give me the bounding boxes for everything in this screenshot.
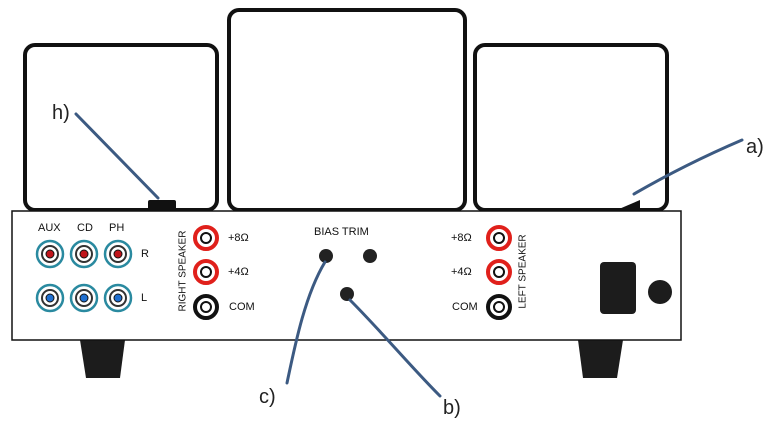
right-speaker-8ohm-terminal[interactable] [193, 225, 219, 251]
rca-aux-r[interactable] [35, 239, 65, 269]
rca-cd-r[interactable] [69, 239, 99, 269]
right-speaker-com-label: COM [229, 301, 255, 313]
bias-trim-label: BIAS TRIM [314, 226, 369, 238]
rca-aux-l[interactable] [35, 283, 65, 313]
input-label-cd: CD [77, 222, 93, 234]
left-speaker-4ohm-label: +4Ω [451, 266, 472, 278]
tab-h [148, 200, 176, 212]
channel-label-l: L [141, 292, 148, 304]
right-speaker-com-terminal[interactable] [193, 294, 219, 320]
callout-line-c [285, 260, 327, 385]
callout-line-a [632, 138, 744, 196]
callout-label-h: h) [52, 102, 70, 124]
right-speaker-8ohm-label: +8Ω [228, 232, 249, 244]
left-speaker-com-label: COM [452, 301, 478, 313]
callout-line-h [74, 112, 160, 200]
rear-panel [11, 210, 682, 341]
callout-label-a: a) [746, 136, 764, 158]
center-housing [227, 8, 467, 212]
power-switch[interactable] [648, 280, 672, 304]
callout-label-b: b) [443, 397, 461, 419]
input-label-ph: PH [109, 222, 125, 234]
left-speaker-label: LEFT SPEAKER [517, 234, 529, 309]
input-label-aux: AUX [38, 222, 61, 234]
bias-trim-pot-c[interactable] [319, 249, 333, 263]
callout-line-b [348, 298, 442, 398]
right-speaker-4ohm-terminal[interactable] [193, 259, 219, 285]
power-inlet[interactable] [600, 262, 636, 314]
channel-label-r: R [141, 248, 149, 260]
left-housing [23, 43, 219, 212]
left-speaker-8ohm-terminal[interactable] [486, 225, 512, 251]
left-speaker-com-terminal[interactable] [486, 294, 512, 320]
left-foot [80, 340, 125, 378]
right-speaker-4ohm-label: +4Ω [228, 266, 249, 278]
bias-trim-pot-2[interactable] [363, 249, 377, 263]
right-speaker-label: RIGHT SPEAKER [177, 230, 189, 312]
tab-a [612, 200, 640, 212]
right-housing [473, 43, 669, 212]
rca-ph-l[interactable] [103, 283, 133, 313]
rca-ph-r[interactable] [103, 239, 133, 269]
left-speaker-4ohm-terminal[interactable] [486, 259, 512, 285]
bias-trim-pot-b[interactable] [340, 287, 354, 301]
callout-label-c: c) [259, 386, 276, 408]
right-foot [578, 340, 623, 378]
left-speaker-8ohm-label: +8Ω [451, 232, 472, 244]
rca-cd-l[interactable] [69, 283, 99, 313]
